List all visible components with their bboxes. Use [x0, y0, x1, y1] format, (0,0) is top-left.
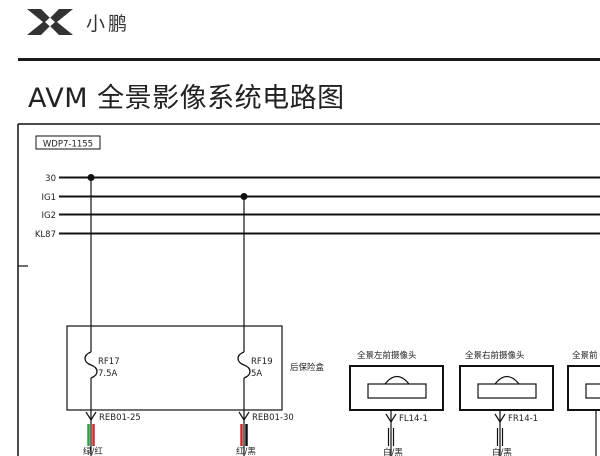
doc-code-box: [35, 135, 101, 150]
rail-label-30: 30: [45, 174, 56, 184]
camera-right-front-lens: [477, 383, 537, 399]
brand-header: 小鹏: [26, 8, 130, 36]
pin-reb01-30: REB01-30: [252, 413, 294, 423]
camera-left-front-label: 全景左前摄像头: [357, 350, 417, 361]
rail-label-kl87: KL87: [35, 230, 56, 240]
camera-left-front-dome: [384, 375, 410, 385]
camera-left-front-box: [349, 365, 444, 411]
connector-fr14-1: [494, 413, 506, 424]
fuse-rf17-rating: 7.5A: [98, 369, 118, 379]
fuse-box: [66, 325, 283, 411]
fuse-rf19-rating: 5A: [251, 369, 262, 379]
connector-reb01-25: [85, 411, 97, 422]
xpeng-logo-icon: [27, 9, 73, 35]
wire-color-white-black-2: 白/黑: [492, 447, 512, 456]
fuse-box-label: 后保险盒: [290, 362, 325, 373]
camera-front-box: [567, 365, 600, 411]
fuse-rf19-symbol: [237, 351, 251, 379]
connector-reb01-30: [238, 411, 250, 422]
fuse-rf19-name: RF19: [251, 357, 273, 367]
wire-color-red-black: 红/黑: [236, 446, 256, 456]
fuse-rf17-name: RF17: [98, 357, 120, 367]
wire-color-green-red: 绿/红: [83, 446, 103, 456]
camera-front-lens: [585, 383, 600, 399]
connector-fl14-1: [385, 413, 397, 424]
camera-left-front-lens: [367, 383, 427, 399]
camera-right-front-box: [459, 365, 554, 411]
fuse-rf17-symbol: [84, 351, 98, 379]
brand-name: 小鹏: [86, 12, 131, 35]
pin-reb01-25: REB01-25: [99, 413, 141, 423]
camera-right-front-dome: [494, 375, 520, 385]
pin-fl14-1: FL14-1: [399, 414, 428, 424]
wire-color-white-black-1: 白/黑: [383, 447, 403, 456]
pin-fr14-1: FR14-1: [508, 414, 538, 424]
header-rule: [18, 58, 600, 61]
doc-code: WDP7-1155: [43, 140, 93, 150]
rail-label-ig2: IG2: [41, 211, 56, 221]
camera-right-front-label: 全景右前摄像头: [465, 350, 525, 361]
page-title: AVM 全景影像系统电路图: [28, 83, 345, 114]
camera-front-label: 全景前: [572, 350, 598, 361]
rail-label-ig1: IG1: [41, 193, 56, 203]
